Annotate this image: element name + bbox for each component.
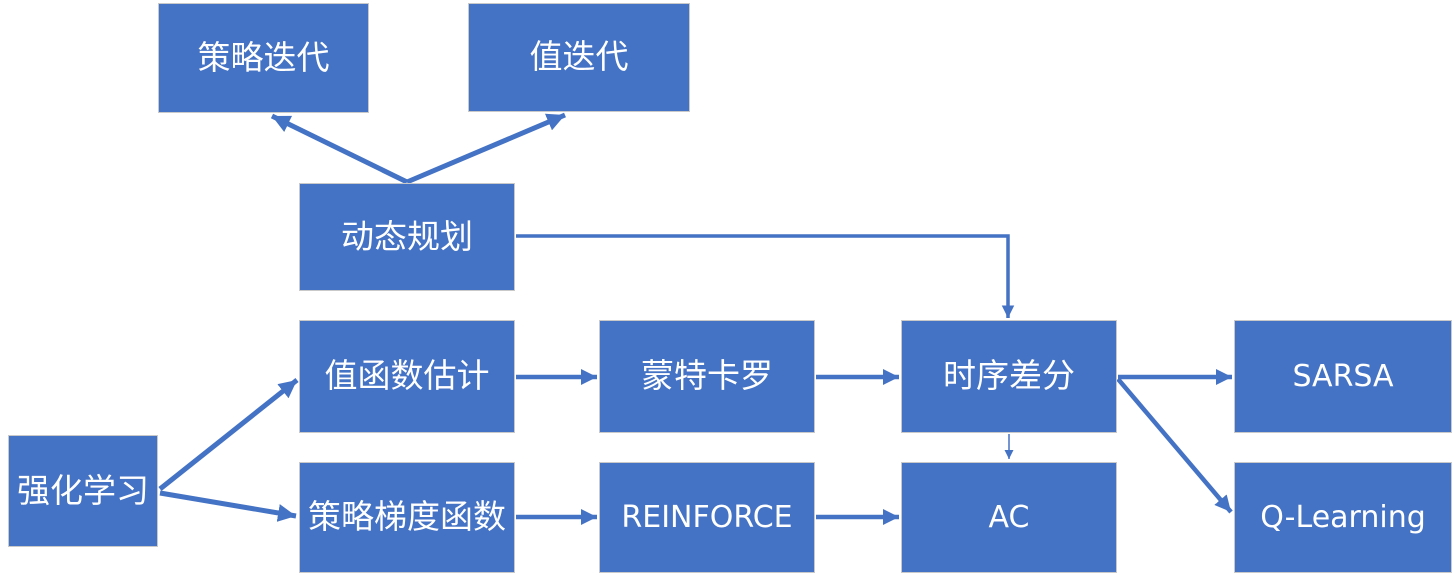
edge-dynamic-programming-to-value-iteration [406, 112, 566, 185]
node-reinforcement-learning: 强化学习 [8, 435, 158, 547]
node-sarsa: SARSA [1234, 320, 1452, 433]
node-monte-carlo: 蒙特卡罗 [599, 320, 815, 433]
node-value-iteration: 值迭代 [468, 3, 690, 112]
node-reinforce: REINFORCE [599, 462, 815, 573]
node-temporal-difference: 时序差分 [901, 320, 1117, 433]
node-policy-gradient: 策略梯度函数 [299, 462, 515, 573]
edge-dynamic-programming-to-policy-iteration [270, 113, 409, 185]
edge-reinforcement-learning-to-policy-gradient [159, 490, 297, 522]
node-dynamic-programming: 动态规划 [299, 183, 515, 291]
edge-reinforcement-learning-to-value-function-estimation [158, 378, 299, 491]
node-policy-iteration: 策略迭代 [158, 3, 369, 113]
node-q-learning: Q-Learning [1234, 462, 1452, 573]
edge-temporal-difference-to-q-learning [1116, 377, 1233, 514]
node-value-function-estimation: 值函数估计 [299, 320, 515, 433]
edge-dynamic-programming-to-temporal-difference [516, 234, 1015, 318]
node-ac: AC [901, 462, 1117, 573]
